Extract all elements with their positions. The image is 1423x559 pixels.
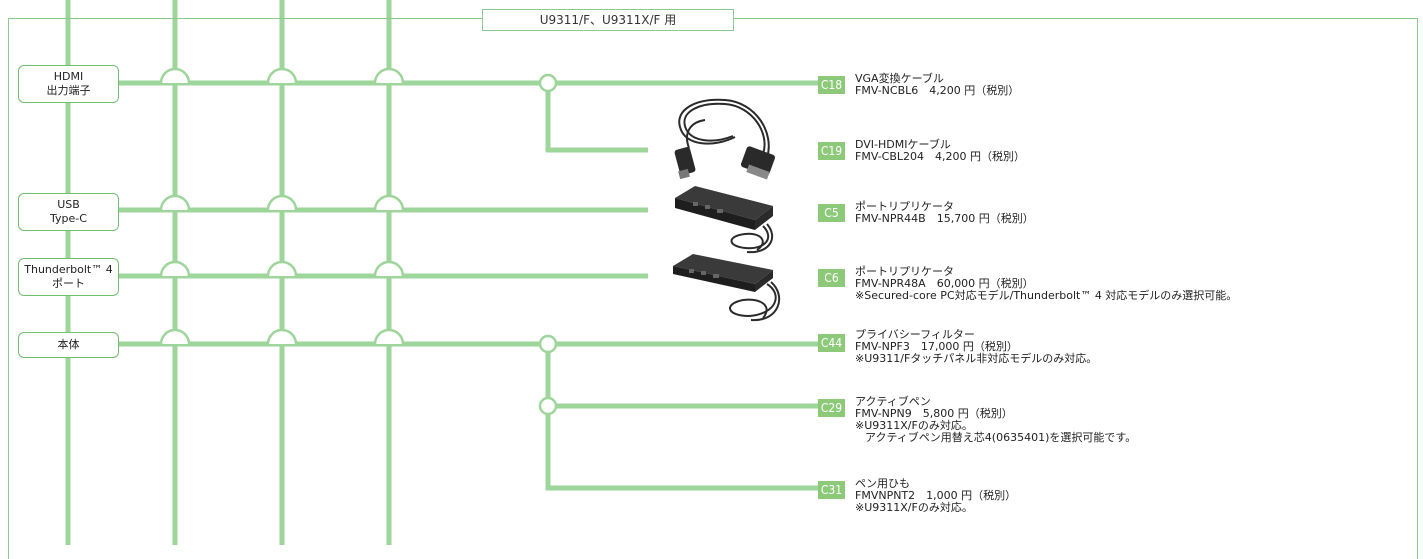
product-note: ※U9311X/Fのみ対応。 xyxy=(855,419,973,432)
product-price: FMV-CBL204 4,200 円（税別） xyxy=(855,150,1026,163)
port-replicator-image xyxy=(675,186,774,254)
product-price: FMV-NCBL6 4,200 円（税別） xyxy=(855,84,1020,97)
crossover-hop xyxy=(373,328,405,345)
product-code-badge: C29 xyxy=(818,399,845,417)
crossover-hop xyxy=(266,260,298,277)
junction-node xyxy=(538,73,558,93)
product-name: ペン用ひも xyxy=(855,477,910,490)
crossover-hop xyxy=(266,67,298,84)
product-price: FMV-NPR48A 60,000 円（税別） xyxy=(855,277,1034,290)
product-note: アクティブペン用替え芯4(0635401)を選択可能です。 xyxy=(865,431,1137,444)
port-label: Type-C xyxy=(50,212,87,225)
product-text: VGA変換ケーブル FMV-NCBL6 4,200 円（税別） xyxy=(855,73,1019,97)
crossover-hop xyxy=(159,260,191,277)
product-name: プライバシーフィルター xyxy=(855,328,975,341)
product-price: FMV-NPF3 17,000 円（税別） xyxy=(855,340,1018,353)
product-note: ※U9311X/Fのみ対応。 xyxy=(855,501,973,514)
junction-node xyxy=(538,334,558,354)
product-price: FMVNPNT2 1,000 円（税別） xyxy=(855,489,1017,502)
product-text: ポートリプリケータ FMV-NPR44B 15,700 円（税別） xyxy=(855,201,1034,225)
product-code-badge: C31 xyxy=(818,481,845,499)
cable-image xyxy=(674,98,776,180)
crossover-hop xyxy=(373,260,405,277)
port-usb-type-c: USB Type-C xyxy=(18,193,119,231)
product-price: FMV-NPR44B 15,700 円（税別） xyxy=(855,212,1034,225)
crossover-hop xyxy=(266,194,298,211)
product-text: プライバシーフィルター FMV-NPF3 17,000 円（税別） ※U9311… xyxy=(855,329,1097,365)
port-label: 本体 xyxy=(57,338,80,351)
product-code-badge: C18 xyxy=(818,76,845,94)
product-code-badge: C44 xyxy=(818,334,845,352)
port-replicator-image xyxy=(673,254,781,322)
port-hdmi: HDMI 出力端子 xyxy=(18,65,119,103)
junction-node xyxy=(538,396,558,416)
product-text: ペン用ひも FMVNPNT2 1,000 円（税別） ※U9311X/Fのみ対応… xyxy=(855,478,1016,514)
port-label: USB xyxy=(57,198,80,211)
product-name: ポートリプリケータ xyxy=(855,200,954,213)
product-code-badge: C5 xyxy=(818,204,845,222)
crossover-hop xyxy=(373,67,405,84)
crossover-hop xyxy=(159,194,191,211)
product-code-badge: C19 xyxy=(818,142,845,160)
port-label: HDMI xyxy=(53,70,84,83)
product-text: DVI-HDMIケーブル FMV-CBL204 4,200 円（税別） xyxy=(855,139,1025,163)
group-title: U9311/F、U9311X/F 用 xyxy=(482,9,734,31)
crossover-hop xyxy=(373,194,405,211)
product-note: ※U9311/Fタッチパネル非対応モデルのみ対応。 xyxy=(855,352,1098,365)
product-text: ポートリプリケータ FMV-NPR48A 60,000 円（税別） ※Secur… xyxy=(855,266,1237,302)
port-body: 本体 xyxy=(18,332,119,358)
product-code-badge: C6 xyxy=(818,269,845,287)
product-note: ※Secured-core PC対応モデル/Thunderbolt™ 4 対応モ… xyxy=(855,289,1238,302)
crossover-hop xyxy=(159,67,191,84)
product-name: DVI-HDMIケーブル xyxy=(855,138,951,151)
product-price: FMV-NPN9 5,800 円（税別） xyxy=(855,407,1013,420)
port-label: 出力端子 xyxy=(46,84,91,97)
product-name: アクティブペン xyxy=(855,395,931,408)
crossover-hop xyxy=(159,328,191,345)
port-label: ポート xyxy=(52,277,85,290)
product-text: アクティブペン FMV-NPN9 5,800 円（税別） ※U9311X/Fのみ… xyxy=(855,396,1136,444)
product-name: ポートリプリケータ xyxy=(855,265,954,278)
crossover-hop xyxy=(266,328,298,345)
port-thunderbolt: Thunderbolt™ 4 ポート xyxy=(18,258,119,296)
wiring-diagram xyxy=(65,0,818,545)
product-name: VGA変換ケーブル xyxy=(855,72,944,85)
port-label: Thunderbolt™ 4 xyxy=(24,263,113,276)
